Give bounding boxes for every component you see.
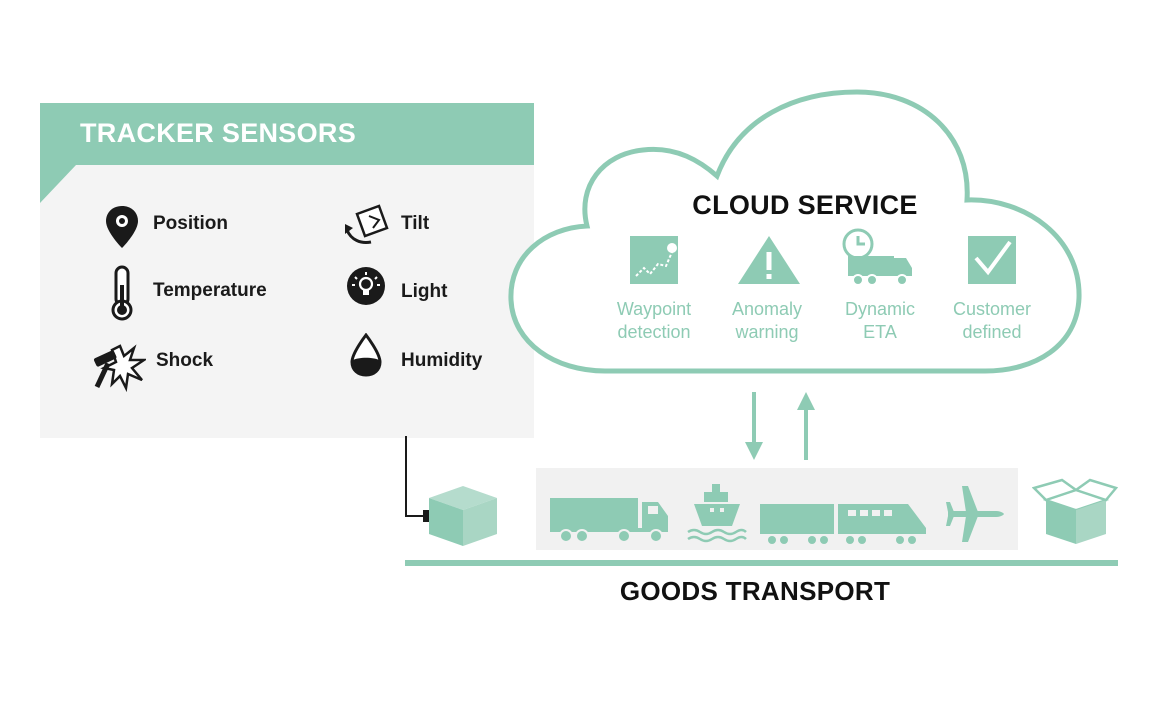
waypoint-map-icon <box>630 236 678 284</box>
light-bulb-icon <box>347 267 385 305</box>
thermometer-icon <box>111 265 133 321</box>
cloud-service-shape <box>508 89 1082 374</box>
sensor-label-tilt: Tilt <box>401 213 430 234</box>
sensor-label-shock: Shock <box>156 350 214 371</box>
sensor-label-position: Position <box>153 213 228 234</box>
ship-icon <box>687 484 747 543</box>
checkbox-icon <box>968 236 1016 284</box>
cloud-service-title: CLOUD SERVICE <box>692 190 918 220</box>
airplane-icon <box>946 486 1004 542</box>
transport-ground-line <box>405 560 1118 566</box>
clock-truck-icon <box>842 228 912 286</box>
water-drop-icon <box>350 333 382 377</box>
sensor-label-humidity: Humidity <box>401 350 483 371</box>
train-icon <box>760 504 926 544</box>
map-pin-icon <box>106 206 138 248</box>
data-exchange-arrows <box>745 392 815 460</box>
hammer-impact-icon <box>93 344 146 392</box>
warning-triangle-icon <box>738 236 800 284</box>
tilt-icon <box>345 204 389 244</box>
truck-icon <box>550 498 668 543</box>
sensor-label-temperature: Temperature <box>153 280 267 301</box>
sensor-panel-header <box>40 103 534 203</box>
open-package-icon <box>1032 478 1118 544</box>
goods-transport-title: GOODS TRANSPORT <box>619 576 891 606</box>
sensor-label-light: Light <box>401 281 448 302</box>
tracker-sensors-title: TRACKER SENSORS <box>80 118 357 148</box>
tracked-package-icon <box>429 486 497 546</box>
